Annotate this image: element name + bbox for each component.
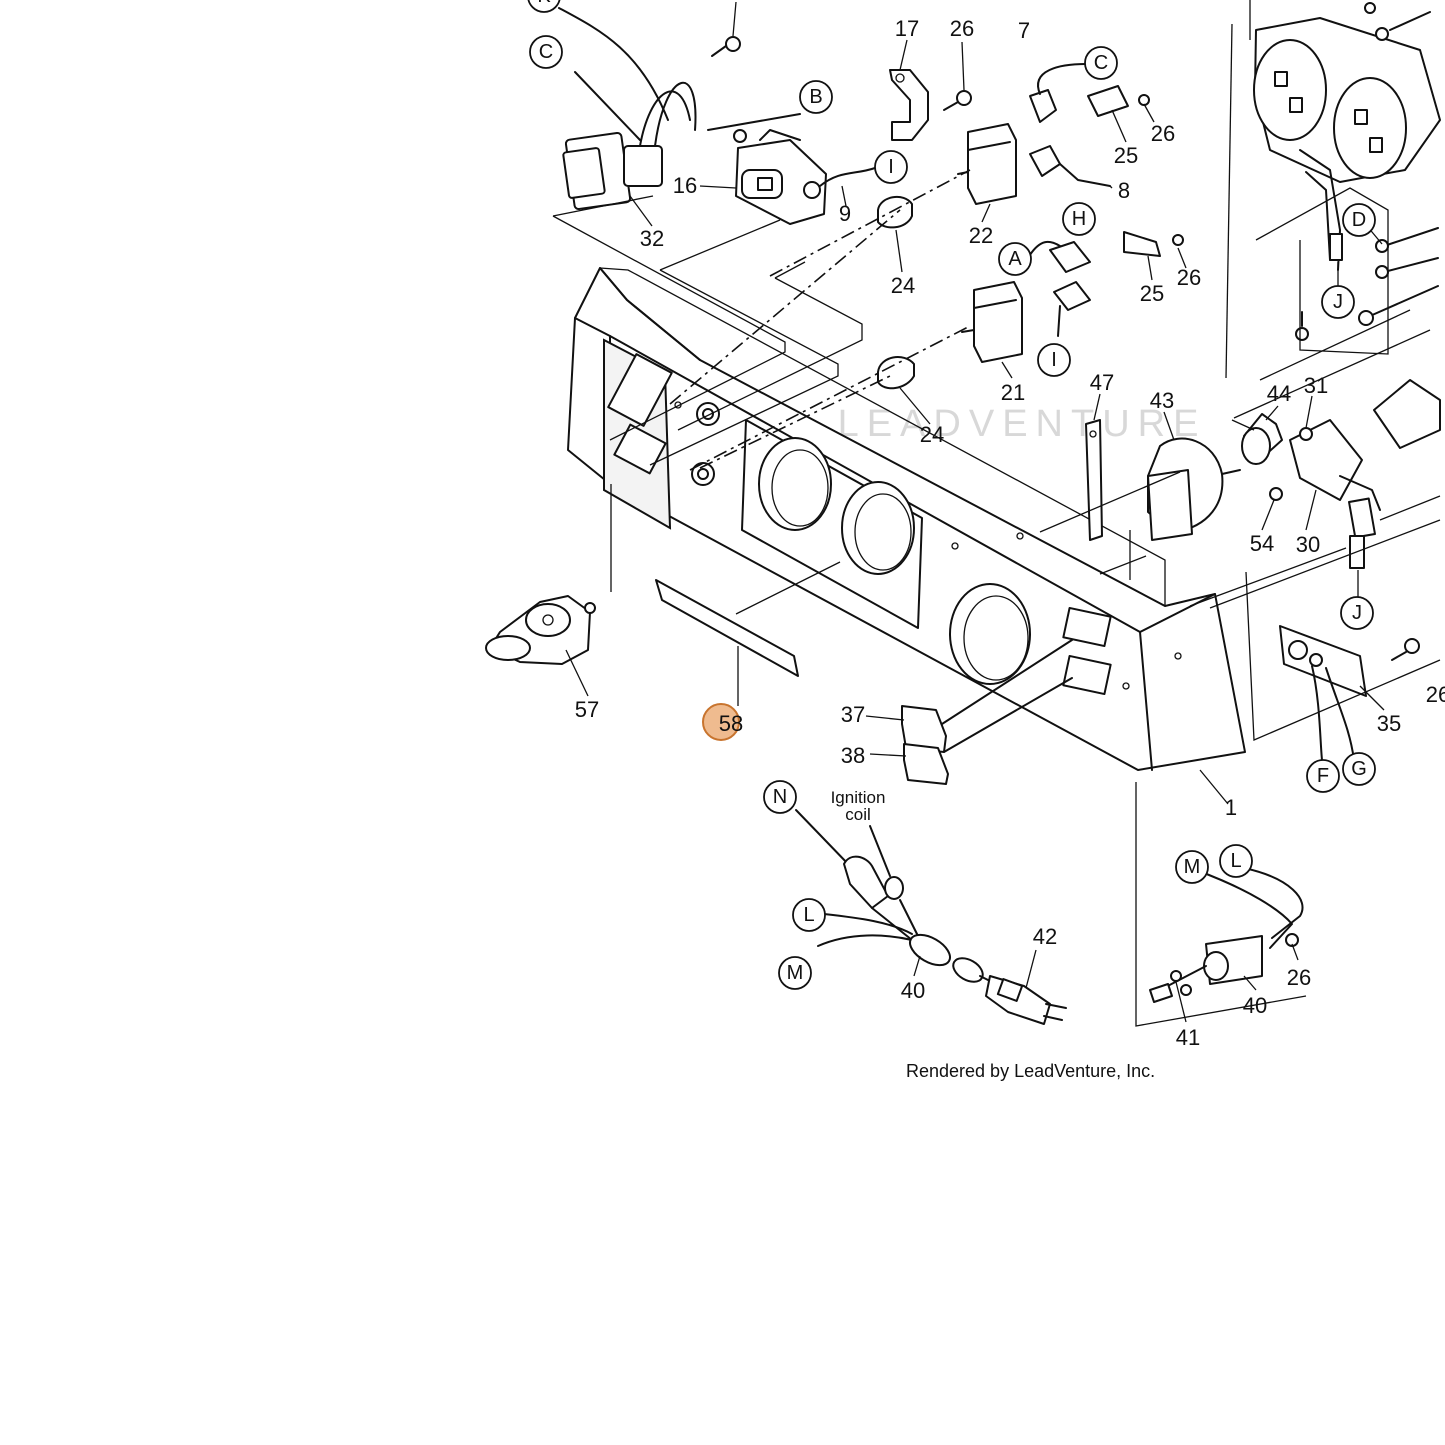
callout-j-top: J bbox=[1321, 285, 1355, 319]
rocker-37-38 bbox=[901, 639, 1073, 785]
part-number-leaders bbox=[565, 39, 1385, 1023]
screw-top bbox=[711, 1, 741, 57]
part-41-label: 41 bbox=[1176, 1025, 1200, 1050]
wire-k bbox=[558, 7, 669, 121]
part-26-label-c: 26 bbox=[1177, 265, 1201, 290]
part-16-label: 16 bbox=[673, 173, 697, 198]
svg-text:I: I bbox=[888, 156, 894, 178]
part-24-label-b: 24 bbox=[920, 422, 944, 447]
svg-text:M: M bbox=[1184, 856, 1201, 878]
callout-b: B bbox=[799, 80, 833, 114]
harness-40-41 bbox=[1149, 867, 1304, 1003]
callout-n: N bbox=[763, 780, 797, 814]
callout-c-left: C bbox=[529, 35, 563, 69]
svg-text:H: H bbox=[1072, 208, 1086, 230]
footer-credit: Rendered by LeadVenture, Inc. bbox=[906, 1061, 1155, 1081]
dash-panel bbox=[567, 267, 1246, 771]
watermark-text: LEADVENTURE bbox=[838, 403, 1207, 445]
svg-text:L: L bbox=[1230, 850, 1241, 872]
svg-text:I: I bbox=[1051, 349, 1057, 371]
part-58-label: 58 bbox=[719, 711, 743, 736]
svg-text:C: C bbox=[539, 41, 553, 63]
part-26-label-e: 26 bbox=[1287, 965, 1311, 990]
part-17-label: 17 bbox=[895, 16, 919, 41]
callout-f: F bbox=[1306, 759, 1340, 793]
part-42-label: 42 bbox=[1033, 924, 1057, 949]
callout-j-mid: J bbox=[1340, 596, 1374, 630]
part-58-highlight bbox=[702, 703, 740, 741]
part-21-label: 21 bbox=[1001, 380, 1025, 405]
callout-i-top: I bbox=[874, 150, 908, 184]
part-26-label-d: 26 bbox=[1426, 682, 1445, 707]
svg-text:D: D bbox=[1352, 209, 1366, 231]
callout-h: H bbox=[1062, 202, 1096, 236]
decal-58 bbox=[655, 579, 799, 677]
part-37-label: 37 bbox=[841, 702, 865, 727]
switch-22 bbox=[957, 63, 1150, 205]
lock-44-31-30 bbox=[1241, 379, 1441, 569]
svg-text:F: F bbox=[1317, 765, 1329, 787]
plug-57 bbox=[485, 595, 596, 665]
svg-text:J: J bbox=[1352, 602, 1362, 624]
key-switch-16 bbox=[707, 113, 876, 225]
part-30-label: 30 bbox=[1296, 532, 1320, 557]
svg-text:C: C bbox=[1094, 52, 1108, 74]
callout-d: D bbox=[1342, 203, 1376, 237]
svg-text:J: J bbox=[1333, 291, 1343, 313]
part-26-label-a: 26 bbox=[950, 16, 974, 41]
part-1-label: 1 bbox=[1225, 795, 1237, 820]
part-43-label: 43 bbox=[1150, 388, 1174, 413]
part-40-label-b: 40 bbox=[1243, 993, 1267, 1018]
grommet-24b bbox=[877, 356, 915, 390]
wiring-right bbox=[1233, 149, 1439, 419]
outlet-receptacle bbox=[1253, 2, 1441, 183]
callout-c-right: C bbox=[1084, 46, 1118, 80]
part-35-label: 35 bbox=[1377, 711, 1401, 736]
svg-text:K: K bbox=[537, 0, 551, 7]
grommet-24a bbox=[877, 195, 913, 229]
part-25-label-b: 25 bbox=[1140, 281, 1164, 306]
relay-32 bbox=[562, 71, 697, 211]
rod-47 bbox=[1085, 419, 1103, 541]
ignition-coil-label-line2: coil bbox=[845, 805, 871, 824]
callout-m-right: M bbox=[1175, 850, 1209, 884]
callout-l-left: L bbox=[792, 898, 826, 932]
svg-text:L: L bbox=[803, 904, 814, 926]
callout-m-left: M bbox=[778, 956, 812, 990]
part-26-label-b: 26 bbox=[1151, 121, 1175, 146]
plate-35 bbox=[1279, 625, 1420, 761]
callout-a: A bbox=[998, 242, 1032, 276]
callout-k: K bbox=[527, 0, 561, 13]
svg-text:G: G bbox=[1351, 758, 1367, 780]
part-57-label: 57 bbox=[575, 697, 599, 722]
part-40-label-a: 40 bbox=[901, 978, 925, 1003]
svg-text:B: B bbox=[809, 86, 822, 108]
part-9-label: 9 bbox=[839, 201, 851, 226]
part-32-label: 32 bbox=[640, 226, 664, 251]
callout-g: G bbox=[1342, 752, 1376, 786]
part-47-label: 47 bbox=[1090, 370, 1114, 395]
part-8-label: 8 bbox=[1118, 178, 1130, 203]
bracket-17 bbox=[889, 69, 972, 141]
leader-lines bbox=[552, 0, 1441, 1027]
callout-l-right: L bbox=[1219, 844, 1253, 878]
svg-text:N: N bbox=[773, 786, 787, 808]
part-44-label: 44 bbox=[1267, 381, 1291, 406]
part-25-label-a: 25 bbox=[1114, 143, 1138, 168]
svg-text:A: A bbox=[1008, 248, 1022, 270]
part-24-label-a: 24 bbox=[891, 273, 915, 298]
part-54-label: 54 bbox=[1250, 531, 1274, 556]
callout-i-mid: I bbox=[1037, 343, 1071, 377]
part-38-label: 38 bbox=[841, 743, 865, 768]
svg-text:M: M bbox=[787, 962, 804, 984]
harness-40-42 bbox=[795, 809, 1067, 1025]
part-7-label: 7 bbox=[1018, 18, 1030, 43]
ignition-coil-label-line1: Ignition bbox=[831, 788, 886, 807]
part-31-label: 31 bbox=[1304, 373, 1328, 398]
knob-43 bbox=[1147, 437, 1241, 541]
part-22-label: 22 bbox=[969, 223, 993, 248]
